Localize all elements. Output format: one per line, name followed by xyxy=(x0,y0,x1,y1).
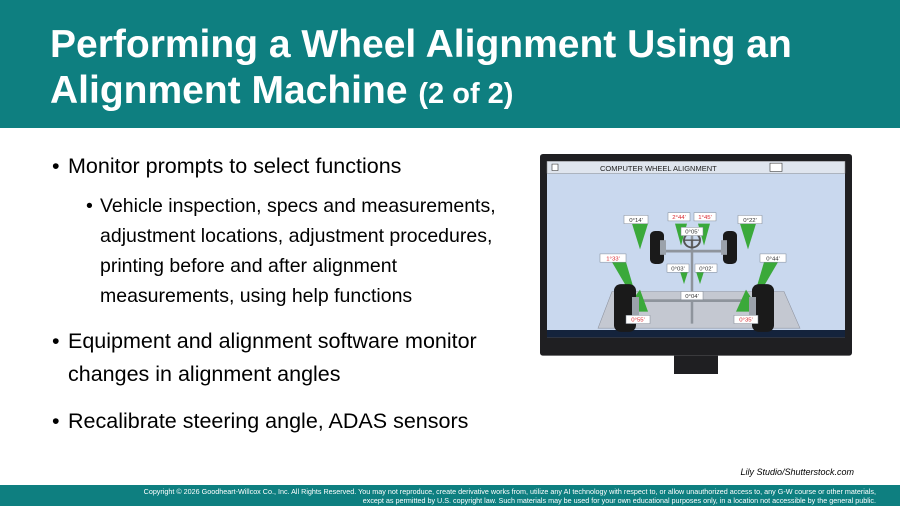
bullet-list: Monitor prompts to select functions Vehi… xyxy=(52,150,522,438)
slide-title: Performing a Wheel Alignment Using an Al… xyxy=(50,22,880,117)
bullet-monitor-prompts: Monitor prompts to select functions xyxy=(52,150,522,183)
reading-mid-left: 1°33' xyxy=(606,257,620,263)
copyright-text: Copyright © 2026 Goodheart-Willcox Co., … xyxy=(36,487,876,505)
window-menu-icon xyxy=(551,163,559,171)
rear-right-wheel xyxy=(749,284,774,332)
reading-front-mid-left: 2°44' xyxy=(672,215,686,221)
copyright-line-2: except as permitted by U.S. copyright la… xyxy=(362,496,876,505)
slide-title-suffix: (2 of 2) xyxy=(418,78,514,110)
window-titlebar xyxy=(546,161,846,174)
reading-rear-left: 0°55' xyxy=(631,318,645,324)
front-left-wheel xyxy=(650,231,666,264)
reading-center-left: 0°03' xyxy=(671,267,685,273)
reading-steering: 0°05' xyxy=(685,230,699,236)
monitor-stand xyxy=(674,355,718,374)
reading-front-right: 0°22' xyxy=(743,218,757,224)
reading-front-mid-right: 1°45' xyxy=(698,215,712,221)
slide-title-main: Performing a Wheel Alignment Using an Al… xyxy=(50,23,792,112)
sub-bullet-functions: Vehicle inspection, specs and measuremen… xyxy=(52,191,522,311)
copyright-line-1: Copyright © 2026 Goodheart-Willcox Co., … xyxy=(143,487,876,496)
rear-left-wheel xyxy=(614,284,639,332)
reading-front-left: 0°14' xyxy=(629,218,643,224)
status-strip xyxy=(547,330,845,338)
reading-thrust: 0°04' xyxy=(685,294,699,300)
title-bar: Performing a Wheel Alignment Using an Al… xyxy=(0,0,900,128)
reading-center-right: 0°02' xyxy=(699,267,713,273)
alignment-monitor-illustration: COMPUTER WHEEL ALIGNMENT xyxy=(540,154,852,374)
front-right-wheel xyxy=(721,231,737,264)
bullet-recalibrate: Recalibrate steering angle, ADAS sensors xyxy=(52,405,522,438)
reading-mid-right: 0°44' xyxy=(766,257,780,263)
window-title: COMPUTER WHEEL ALIGNMENT xyxy=(600,164,717,173)
image-credit: Lily Studio/Shutterstock.com xyxy=(740,467,854,477)
window-button-icon xyxy=(769,162,783,172)
copyright-footer: Copyright © 2026 Goodheart-Willcox Co., … xyxy=(0,485,900,506)
bullet-monitor-changes: Equipment and alignment software monitor… xyxy=(52,325,522,391)
reading-rear-right: 0°35' xyxy=(739,318,753,324)
